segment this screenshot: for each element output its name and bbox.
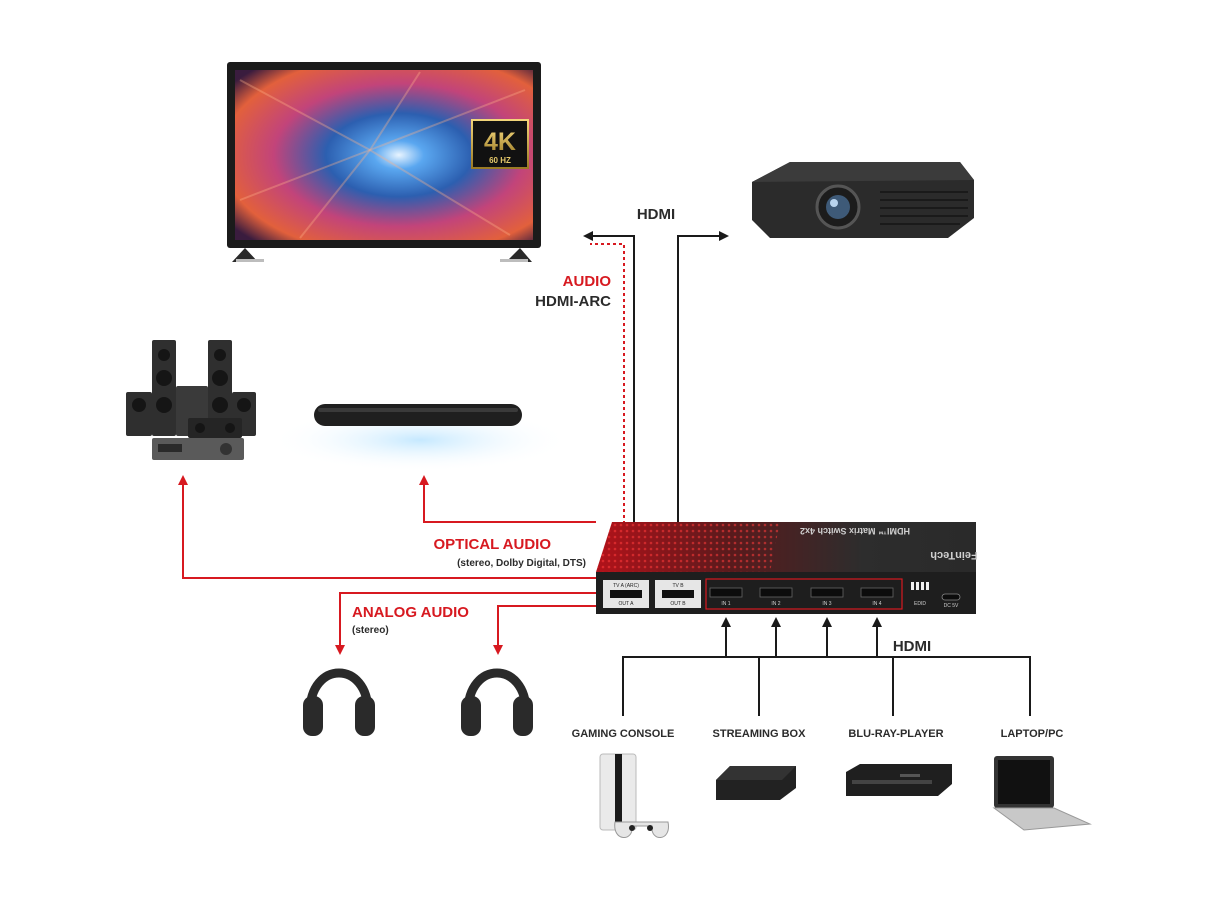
port-in-4: IN 4 — [860, 587, 894, 607]
svg-text:DC 5V: DC 5V — [944, 603, 959, 609]
port-in-2: IN 2 — [759, 587, 793, 607]
gaming-console — [599, 753, 669, 838]
svg-text:IN 1: IN 1 — [721, 601, 730, 607]
headphones-right — [461, 668, 533, 736]
hdmi-input-lines — [622, 617, 1031, 716]
source-label-laptop-pc: LAPTOP/PC — [1001, 728, 1064, 740]
svg-text:IN 3: IN 3 — [822, 601, 831, 607]
svg-text:OUT A: OUT A — [619, 601, 635, 607]
svg-text:IN 2: IN 2 — [771, 601, 780, 607]
port-out-a: TV A (ARC) OUT A — [603, 580, 649, 608]
tv-badge-main: 4K — [484, 128, 516, 156]
edid-dip-switches: EDID — [911, 582, 929, 607]
tv: 4K 60 HZ — [227, 62, 541, 262]
projector — [752, 162, 974, 238]
analog-audio-label: ANALOG AUDIO — [352, 604, 469, 621]
port-in-1: IN 1 — [709, 587, 743, 607]
analog-audio-stereo: (stereo) — [352, 625, 389, 636]
hdmi-output-label: HDMI — [637, 206, 675, 223]
optical-audio-lines — [178, 475, 596, 579]
arc-audio-line — [590, 243, 625, 584]
svg-text:IN 4: IN 4 — [872, 601, 881, 607]
blu-ray-player — [846, 764, 952, 796]
svg-text:OUT B: OUT B — [670, 601, 686, 607]
svg-text:TV B: TV B — [672, 583, 684, 589]
port-in-3: IN 3 — [810, 587, 844, 607]
dc-power-port: DC 5V — [941, 593, 961, 609]
tv-burst-rays — [239, 71, 526, 239]
switch-brand: FeinTech — [930, 549, 978, 561]
tv-4k-badge: 4K 60 HZ — [471, 119, 529, 169]
switch-title: HDMI™ Matrix Switch 4x2 — [800, 526, 910, 536]
svg-text:EDID: EDID — [914, 601, 926, 607]
headphones-left — [303, 668, 375, 736]
tv-badge-sub: 60 HZ — [489, 156, 511, 165]
source-label-gaming-console: GAMING CONSOLE — [572, 728, 675, 740]
optical-audio-label: OPTICAL AUDIO — [433, 536, 551, 553]
hdmi-arc-label: HDMI-ARC — [535, 293, 611, 310]
hdmi-output-lines — [583, 231, 729, 584]
audio-label: AUDIO — [563, 273, 612, 290]
surround-speaker-system — [126, 340, 256, 460]
hdmi-input-label: HDMI — [893, 638, 931, 655]
hdmi-matrix-switch: HDMI™ Matrix Switch 4x2 FeinTech TV A (A… — [596, 522, 978, 614]
source-label-streaming-box: STREAMING BOX — [713, 728, 807, 740]
laptop — [992, 756, 1092, 831]
tv-foot-right — [506, 248, 532, 262]
svg-text:TV A (ARC): TV A (ARC) — [613, 583, 639, 589]
av-receiver — [152, 438, 244, 460]
soundbar — [270, 404, 570, 472]
analog-audio-lines — [335, 592, 596, 655]
source-label-blu-ray-player: BLU-RAY-PLAYER — [848, 728, 943, 740]
streaming-box — [716, 766, 796, 800]
optical-audio-formats: (stereo, Dolby Digital, DTS) — [457, 558, 586, 569]
port-out-b: TV B OUT B — [655, 580, 701, 608]
tv-foot-left — [232, 248, 258, 262]
